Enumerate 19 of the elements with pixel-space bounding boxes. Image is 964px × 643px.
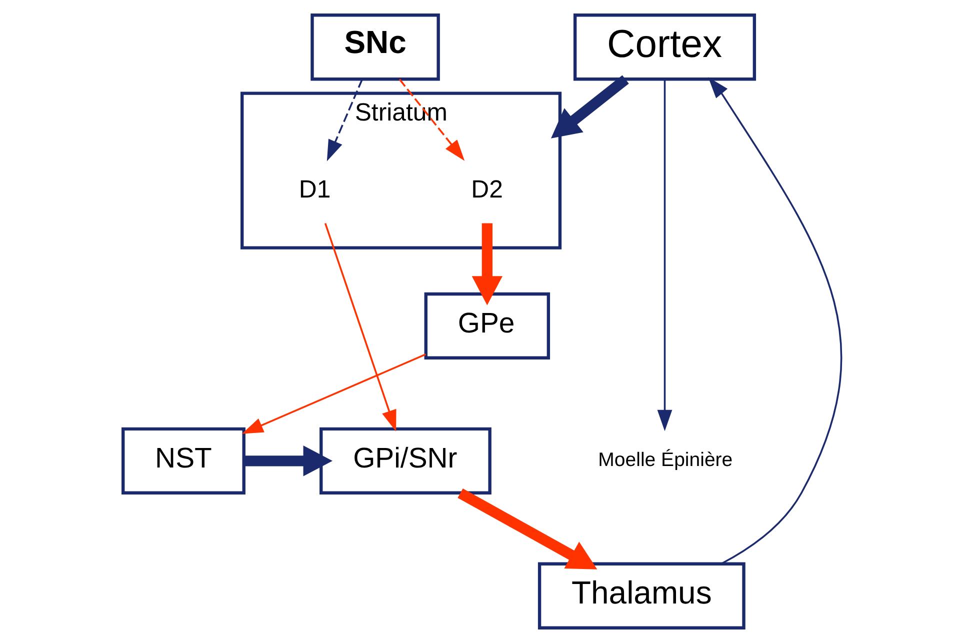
node-box: Thalamus — [537, 562, 745, 630]
arrow — [244, 446, 332, 476]
node-box: GPi/SNr — [319, 427, 491, 494]
arrow — [708, 77, 842, 565]
node-text: Moelle Épinière — [598, 448, 732, 471]
node-box: GPe — [424, 292, 550, 360]
node-box: Cortex — [572, 14, 756, 81]
arrow — [550, 75, 628, 138]
node-text: D2 — [470, 176, 502, 204]
arrow — [326, 78, 362, 162]
arrow — [457, 488, 597, 570]
arrow — [471, 223, 502, 306]
arrow — [398, 78, 464, 161]
arrow — [324, 223, 396, 432]
node-text: D1 — [298, 176, 330, 204]
arrow — [241, 354, 426, 434]
node-box: NST — [121, 427, 245, 494]
arrow — [656, 80, 672, 432]
node-box: SNc — [310, 14, 440, 81]
